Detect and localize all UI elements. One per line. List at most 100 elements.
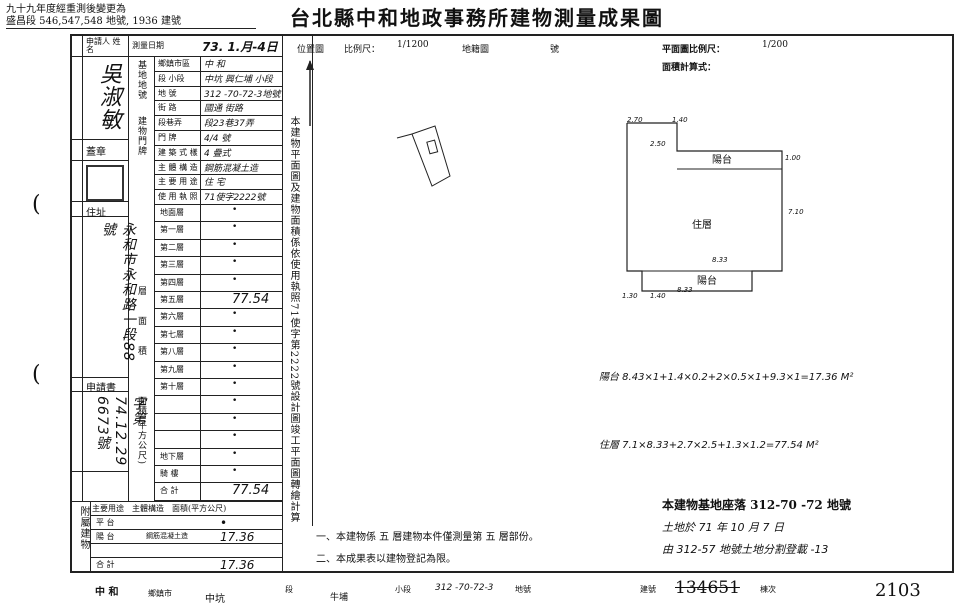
address-value: 永和市永和路一段88號 (100, 222, 136, 362)
floor-label: 第九層 (160, 364, 184, 374)
survey-date-value: 73. 1.月-4日 (202, 40, 278, 54)
calc-balcony: 陽台 8.43×1+1.4×0.2+2×0.5×1+9.3×1=17.36 M² (599, 372, 854, 383)
info-row-label: 建 築 式 樣 (158, 147, 198, 157)
floor-area-value: 77.54 (232, 483, 270, 499)
location-group-label: 基地地號 (136, 60, 146, 100)
info-row-value: 71使字2222號 (204, 193, 266, 204)
floor-area-value: • (232, 448, 238, 459)
info-row-value: 4/4 號 (204, 134, 231, 144)
info-row-value: 4 疊式 (204, 148, 231, 159)
binding-hole-mark: ( (32, 362, 41, 387)
info-row-label: 主 體 構 造 (158, 162, 198, 172)
info-row-value: 住 宅 (204, 178, 225, 189)
attached-side-label: 附屬建物 (78, 506, 89, 550)
plan-dim: 8.33 (712, 256, 728, 264)
plan-dim: 2.70 (627, 116, 643, 124)
attached-area: 17.36 (220, 558, 255, 572)
land-note-line1: 本建物基地座落 312-70 -72 地號 (662, 498, 851, 512)
location-scale-value: 1/1200 (397, 40, 429, 50)
parcel-outline (411, 125, 451, 187)
floor-area-value: • (232, 344, 238, 355)
footer-building-label: 建號 (640, 585, 656, 594)
application-value: 字第 74.12.29 6673號 (94, 396, 146, 467)
footer-town-label: 鄉鎮市 (148, 589, 172, 598)
footer-building-number: 134651 (675, 578, 740, 598)
floor-area-value: • (232, 257, 238, 268)
floor-area-value: • (232, 379, 238, 389)
plan-dim: 1.30 (622, 292, 638, 300)
footer-subsection-label: 小段 (395, 585, 411, 594)
floor-area-value: • (232, 222, 238, 233)
location-map-label: 位置圖 (297, 45, 325, 55)
floor-area-value: 77.54 (232, 292, 270, 307)
calc-floor: 住層 7.1×8.33+2.7×2.5+1.3×1.2=77.54 M² (599, 440, 819, 451)
road-line (396, 133, 413, 139)
seal-stamp (86, 165, 124, 201)
attached-use: 陽 台 (96, 532, 115, 541)
survey-sheet: 申請人 姓名 吳淑敏 蓋章 住址 永和市永和路一段88號 申請書 字第 74.1… (70, 34, 954, 573)
floor-plan (626, 122, 783, 292)
footer-sequence-label: 棟次 (760, 585, 776, 594)
floor-label: 第十層 (160, 382, 184, 391)
info-row-value: 段23巷37弄 (204, 119, 254, 130)
floor-label: 地下層 (160, 451, 184, 461)
north-arrow-head (306, 60, 314, 70)
area-unit-label: 面積(平方公尺) (136, 396, 146, 466)
floor-area-value: • (232, 309, 238, 320)
floor-label: 第八層 (160, 347, 184, 357)
plan-scale-label: 平面圖比例尺： (662, 45, 726, 55)
info-row-label: 主 要 用 途 (158, 177, 198, 187)
info-row-label: 段巷弄 (158, 118, 182, 128)
floor-label: 第五層 (160, 295, 184, 304)
attached-header-cell: 主體構造 (132, 504, 164, 513)
plan-dim: 7.10 (788, 208, 804, 216)
document-title: 台北縣中和地政事務所建物測量成果圖 (290, 6, 664, 30)
attached-structure: 鋼筋混凝土造 (146, 532, 188, 540)
seal-label: 蓋章 (86, 147, 106, 158)
note-2: 二、本成果表以建物登記為限。 (316, 554, 456, 565)
land-note-line3: 由 312-57 地號土地分割登載 -13 (662, 543, 829, 556)
building-footprint (426, 139, 439, 155)
info-row-value: 鋼筋混凝土造 (204, 163, 259, 174)
plan-dim: 1.40 (672, 116, 688, 124)
info-row-label: 鄉鎮市區 (158, 59, 190, 68)
info-row-value: 312 -70-72-3地號 (204, 89, 281, 100)
cadastral-map-number: 號 (550, 45, 560, 55)
plan-dim: 1.40 (650, 292, 666, 300)
floor-label: 第四層 (160, 277, 184, 287)
attached-area: 17.36 (220, 530, 255, 544)
location-scale-label: 比例尺： (344, 45, 381, 55)
floor-area-group-label: 層 面 積 (136, 286, 146, 356)
floor-label: 第一層 (160, 225, 184, 235)
plan-room-balcony-top: 陽台 (712, 155, 732, 166)
footer-section: 中坑 (205, 594, 225, 605)
address-label: 住址 (86, 208, 106, 219)
footer-section-label: 段 (285, 585, 293, 594)
floor-area-value: • (232, 396, 238, 407)
info-row-label: 地 號 (158, 88, 177, 98)
footer-subsection: 牛埔 (330, 593, 349, 603)
info-row-value: 中坑 興仁埔 小段 (204, 74, 273, 85)
footer-lot-label: 地號 (515, 585, 531, 594)
area-calc-label: 面積計算式： (662, 63, 717, 73)
floor-area-value: • (232, 413, 238, 424)
floor-area-value: • (232, 239, 238, 250)
attached-header-cell: 主要用途 (92, 504, 124, 513)
floor-label: 合 計 (160, 486, 179, 496)
info-row-label: 使 用 執 照 (158, 192, 198, 202)
plan-dim: 2.50 (650, 140, 666, 148)
floor-area-value: • (232, 274, 238, 285)
floor-label: 騎 樓 (160, 469, 179, 478)
page-number: 2103 (875, 580, 921, 601)
note-1: 一、本建物係 五 層建物本件僅測量第 五 層部份。 (316, 532, 539, 543)
revision-note-line2: 盛昌段 546,547,548 地號, 1936 建號 (6, 16, 181, 27)
survey-date-label: 測量日期 (132, 41, 164, 50)
footer-lot: 312 -70-72-3 (435, 583, 494, 593)
cadastral-map-label: 地籍圖 (462, 45, 490, 55)
plan-dim: 8.33 (677, 286, 693, 294)
info-row-label: 段 小段 (158, 73, 185, 83)
attached-area: • (220, 516, 228, 530)
attached-header: 主要用途主體構造面積(平方公尺) (92, 503, 234, 514)
applicant-label: 申請人 姓名 (86, 37, 121, 54)
plan-room-balcony-bottom: 陽台 (697, 276, 717, 287)
